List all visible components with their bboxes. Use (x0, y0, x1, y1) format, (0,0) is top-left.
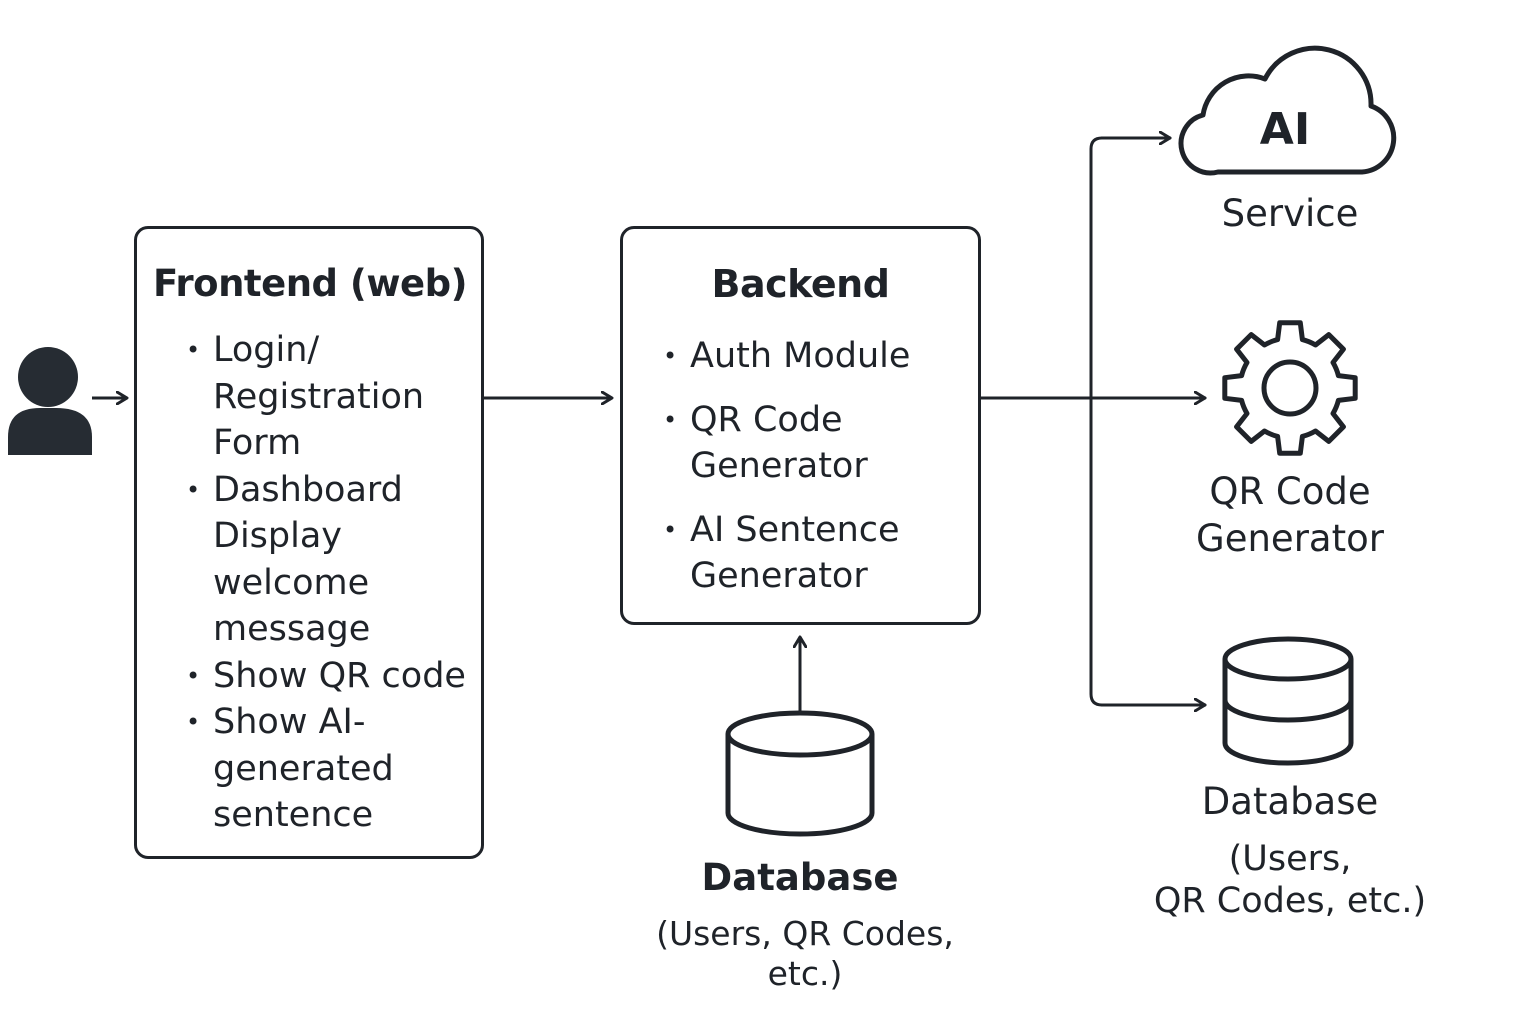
ai-icon-text: AI (1259, 104, 1311, 155)
frontend-item-qr: Show QR code (186, 653, 481, 700)
backend-item-label: Auth Module (690, 336, 911, 376)
database-icon (725, 710, 875, 837)
gear-outline (1222, 320, 1358, 456)
arrow-backend-fanout (979, 138, 1207, 705)
backend-item-label: QR Code Generator (690, 399, 868, 487)
frontend-item-label: Login/ Registration Form (213, 330, 425, 463)
backend-box: Backend Auth Module QR Code Generator AI… (620, 226, 981, 625)
frontend-item-login: Login/ Registration Form (186, 327, 481, 467)
frontend-list: Login/ Registration Form Dashboard Displ… (186, 327, 481, 839)
backend-item-qr: QR Code Generator (663, 397, 980, 490)
database-right-subtitle: (Users, QR Codes, etc.) (1153, 839, 1427, 921)
frontend-item-label: Dashboard Display welcome message (213, 469, 403, 650)
backend-item-ai: AI Sentence Generator (663, 507, 980, 600)
user-icon (8, 347, 92, 455)
backend-list: Auth Module QR Code Generator AI Sentenc… (663, 333, 980, 600)
ai-service-label: Service (1221, 192, 1359, 235)
frontend-box: Frontend (web) Login/ Registration Form … (134, 226, 484, 859)
frontend-item-dashboard: Dashboard Display welcome message (186, 467, 481, 653)
frontend-item-label: Show QR code (213, 655, 466, 696)
gear-hole (1261, 359, 1319, 417)
backend-item-label: AI Sentence Generator (690, 509, 900, 597)
backend-title: Backend (711, 262, 890, 306)
database-right-title: Database (1201, 780, 1379, 823)
database-center-subtitle: (Users, QR Codes, etc.) (656, 914, 954, 993)
cloud-icon (1178, 45, 1397, 176)
frontend-item-label: Show AI- generated sentence (213, 702, 394, 835)
database-center-title: Database (701, 856, 899, 899)
gear-icon (1222, 320, 1358, 456)
frontend-title: Frontend (web) (153, 262, 468, 305)
backend-item-auth: Auth Module (663, 333, 980, 380)
qr-generator-label: QR Code Generator (1196, 470, 1384, 560)
database-stack-icon (1222, 636, 1354, 766)
frontend-item-ai: Show AI- generated sentence (186, 699, 481, 839)
